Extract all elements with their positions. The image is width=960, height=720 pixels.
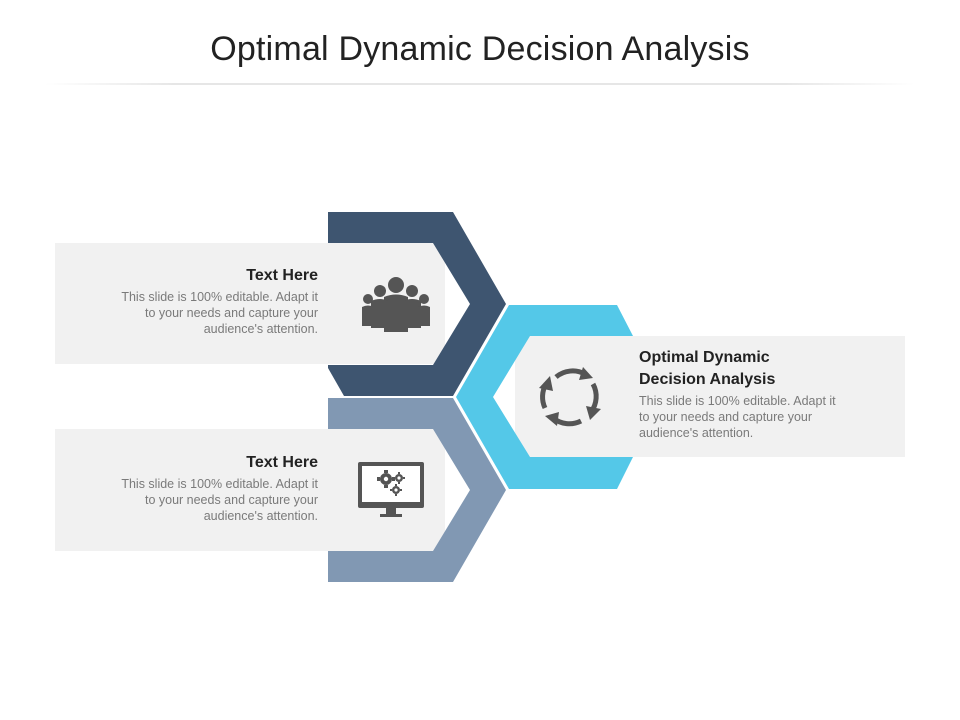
team-icon (362, 277, 430, 332)
title-divider (45, 83, 915, 85)
block-top-left: Text Here This slide is 100% editable. A… (68, 265, 318, 337)
panel-right (515, 336, 905, 457)
block-heading: Optimal Dynamic Decision Analysis (639, 349, 776, 388)
block-right: Optimal Dynamic Decision Analysis This s… (639, 347, 884, 441)
slide-title: Optimal Dynamic Decision Analysis (210, 30, 750, 68)
hexagon-bottom-slate (328, 398, 506, 582)
block-body: This slide is 100% editable. Adapt it to… (121, 290, 318, 336)
monitor-gears-icon (358, 462, 424, 517)
block-bottom-left: Text Here This slide is 100% editable. A… (68, 452, 318, 524)
hexagon-top-dark (328, 212, 506, 396)
block-body: This slide is 100% editable. Adapt it to… (121, 477, 318, 523)
hexagon-right-cyan (456, 305, 633, 489)
block-heading: Text Here (246, 454, 318, 471)
block-body: This slide is 100% editable. Adapt it to… (639, 394, 836, 440)
cycle-arrowheads (539, 367, 601, 426)
block-heading: Text Here (246, 267, 318, 284)
